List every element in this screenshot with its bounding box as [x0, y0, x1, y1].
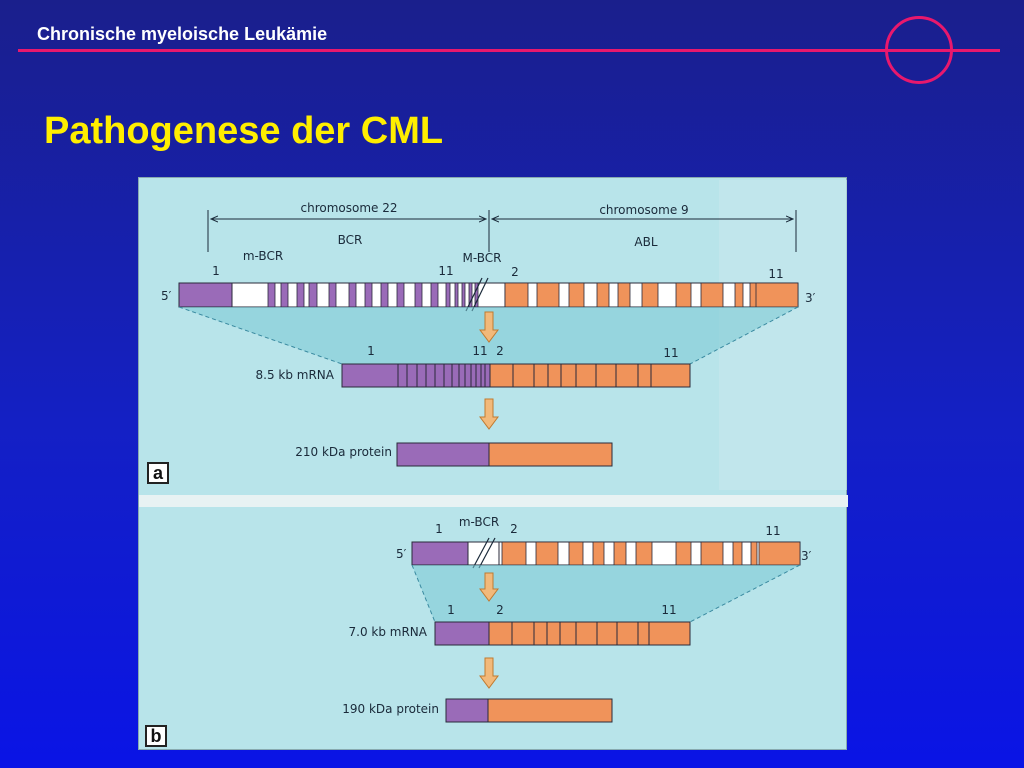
- panel-a-label: a: [147, 462, 169, 484]
- breakpoint-slash-b1: [472, 537, 490, 569]
- mrna-label-a: 8.5 kb mRNA: [256, 368, 335, 382]
- protein-bcr-part-a: [396, 442, 490, 467]
- arrow-down-gene-to-mrna-a: [479, 311, 499, 343]
- projection-edge-left-b: [411, 564, 436, 623]
- bcr-exon-1: [178, 282, 233, 308]
- gene-abl-exon-11-label: 11: [768, 267, 783, 281]
- mrna-exon-1-label-a: 1: [367, 344, 375, 358]
- mrna-bcr-part-b: [434, 621, 490, 646]
- five-prime-label: 5′: [161, 289, 172, 303]
- projection-edge-right-a: [689, 306, 799, 365]
- header-circle: [885, 16, 953, 84]
- arrow-down-gene-to-mrna-b: [479, 572, 499, 602]
- mrna-abl-part-a: [489, 363, 691, 388]
- gene-exon-2-label-b: 2: [510, 522, 518, 536]
- projection-edge-left-a: [178, 306, 343, 365]
- mrna-label-b: 7.0 kb mRNA: [349, 625, 428, 639]
- arrow-down-mrna-to-protein-b: [479, 657, 499, 689]
- gene-exon-1-label-b: 1: [435, 522, 443, 536]
- breakpoint-slash-b2: [478, 537, 496, 569]
- projection-shade-b: [412, 565, 800, 622]
- panel-b: m-BCR 1 2 11 5′ 3′: [342, 515, 812, 723]
- protein-label-a: 210 kDa protein: [295, 445, 392, 459]
- header-title: Chronische myeloische Leukämie: [37, 24, 328, 44]
- mrna-exon-11-end-label-a: 11: [663, 346, 678, 360]
- chromosome9-label: chromosome 9: [599, 203, 688, 217]
- fusion-gene-bar: [178, 277, 799, 312]
- panel-b-label: b: [145, 725, 167, 747]
- protein-abl-part-b: [487, 698, 613, 723]
- fusion-gene-bar-b: [411, 537, 801, 569]
- gene-bcr-exon-11-label: 11: [438, 264, 453, 278]
- breakpoint-slash-2: [471, 277, 489, 312]
- mrna-exon-1-label-b: 1: [447, 603, 455, 617]
- header-line: [18, 49, 1000, 52]
- figure-svg: chromosome 22 chromosome 9 BCR ABL m-BCR…: [139, 180, 848, 723]
- bcr-exon-stripes: [267, 282, 479, 308]
- abl-exon-stripes: [504, 282, 799, 308]
- gene-exon-1-label: 1: [212, 264, 220, 278]
- chromosome22-label: chromosome 22: [301, 201, 398, 215]
- bcr-abl-figure: chromosome 22 chromosome 9 BCR ABL m-BCR…: [138, 177, 848, 750]
- mrna-exon-2-label-b: 2: [496, 603, 504, 617]
- gene-exon-11-label-b: 11: [765, 524, 780, 538]
- mrna-abl-exon-dividers-a: [512, 364, 652, 387]
- panel-gap: [139, 495, 848, 507]
- bcr-exon-1-b: [411, 541, 469, 566]
- arrow-down-mrna-to-protein-a: [479, 398, 499, 430]
- three-prime-label: 3′: [805, 291, 816, 305]
- protein-abl-part-a: [488, 442, 613, 467]
- bcr-gene-label: BCR: [338, 233, 363, 247]
- panel-a: chromosome 22 chromosome 9 BCR ABL m-BCR…: [161, 201, 816, 467]
- minor-bcr-label: m-BCR: [243, 249, 283, 263]
- breakpoint-slash-1: [465, 277, 483, 312]
- minor-bcr-label-b: m-BCR: [459, 515, 499, 529]
- protein-bcr-part-b: [445, 698, 489, 723]
- mrna-abl-part-b: [488, 621, 691, 646]
- mrna-bcr-part-a: [341, 363, 491, 388]
- mrna-abl-exon-dividers-b: [511, 622, 650, 645]
- protein-label-b: 190 kDa protein: [342, 702, 439, 716]
- mrna-exon-11-label-b: 11: [661, 603, 676, 617]
- five-prime-label-b: 5′: [396, 547, 407, 561]
- abl-gene-label: ABL: [634, 235, 657, 249]
- abl-exon-stripes-b: [501, 541, 801, 566]
- slide-title: Pathogenese der CML: [44, 110, 444, 152]
- mrna-bar-b: [434, 621, 691, 646]
- mrna-bcr-exon-dividers-a: [397, 364, 486, 387]
- mrna-exon-2-label-a: 2: [496, 344, 504, 358]
- three-prime-label-b: 3′: [801, 549, 812, 563]
- major-bcr-label: M-BCR: [463, 251, 502, 265]
- mrna-bar-a: [341, 363, 691, 388]
- mrna-exon-11-label-a: 11: [472, 344, 487, 358]
- gene-abl-exon-2-label: 2: [511, 265, 519, 279]
